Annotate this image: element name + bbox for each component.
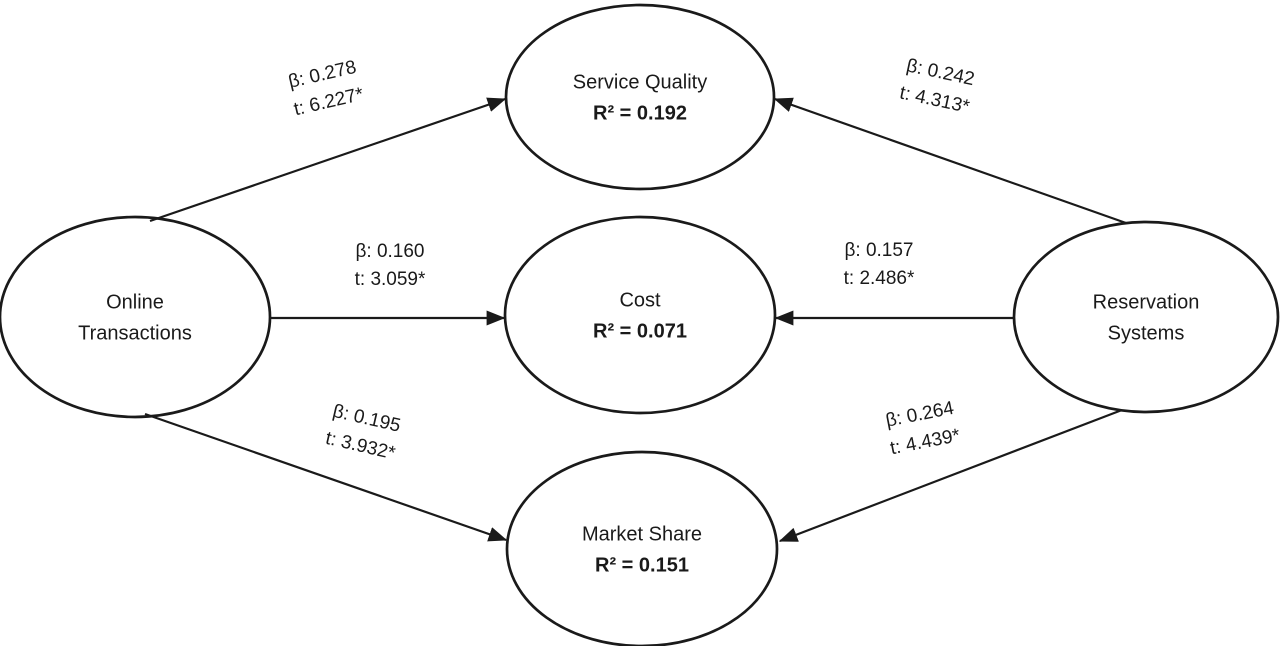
edge-label-online-to-market-share: β: 0.195t: 3.932*: [323, 401, 404, 465]
edge-label-online-to-cost: β: 0.160 t: 3.059*: [355, 241, 426, 290]
node-title-reservation-systems: Reservation: [1093, 292, 1200, 314]
node-r2-cost: R² = 0.071: [593, 321, 687, 343]
edge-arrow-online-to-market-share: [144, 412, 508, 542]
node-ellipse-market-share: [505, 450, 779, 646]
edge-arrow-reservation-to-market-share: [778, 408, 1123, 543]
node-r2-service-quality: R² = 0.192: [593, 103, 687, 125]
node-ellipse-cost: [503, 215, 777, 415]
node-ellipse-online-transactions: [0, 215, 272, 419]
edge-arrow-reservation-to-service-quality: [773, 97, 1127, 225]
node-r2-market-share: R² = 0.151: [595, 555, 689, 577]
node-ellipse-reservation-systems: [1012, 220, 1280, 414]
edge-t-value: t: 2.486*: [844, 268, 915, 289]
node-title-market-share: Market Share: [582, 524, 702, 546]
edge-t-value: t: 4.439*: [888, 425, 962, 459]
edge-label-reservation-to-market-share: β: 0.264t: 4.439*: [883, 398, 962, 460]
node-title-cost: Cost: [619, 290, 661, 312]
node-title-online-transactions: Online: [106, 292, 164, 314]
edges-layer: [144, 97, 1127, 543]
edge-label-reservation-to-cost: β: 0.157 t: 2.486*: [844, 240, 915, 289]
edge-beta-value: β: 0.157: [844, 240, 913, 261]
edge-label-reservation-to-service-quality: β: 0.242t: 4.313*: [898, 55, 978, 118]
edge-label-online-to-service-quality: β: 0.278t: 6.227*: [286, 56, 367, 120]
edge-beta-value: β: 0.264: [884, 398, 956, 432]
node-label-service-quality: Service Quality R² = 0.192: [573, 72, 708, 125]
node-title-online-transactions: Transactions: [78, 323, 192, 345]
edge-beta-value: β: 0.160: [355, 241, 424, 262]
node-title-reservation-systems: Systems: [1108, 323, 1185, 345]
edge-arrow-online-to-service-quality: [149, 97, 507, 223]
node-title-service-quality: Service Quality: [573, 72, 708, 94]
node-label-market-share: Market Share R² = 0.151: [582, 524, 702, 577]
node-ellipse-service-quality: [504, 3, 776, 191]
edge-t-value: t: 3.059*: [355, 269, 426, 290]
node-label-cost: Cost R² = 0.071: [593, 290, 687, 343]
